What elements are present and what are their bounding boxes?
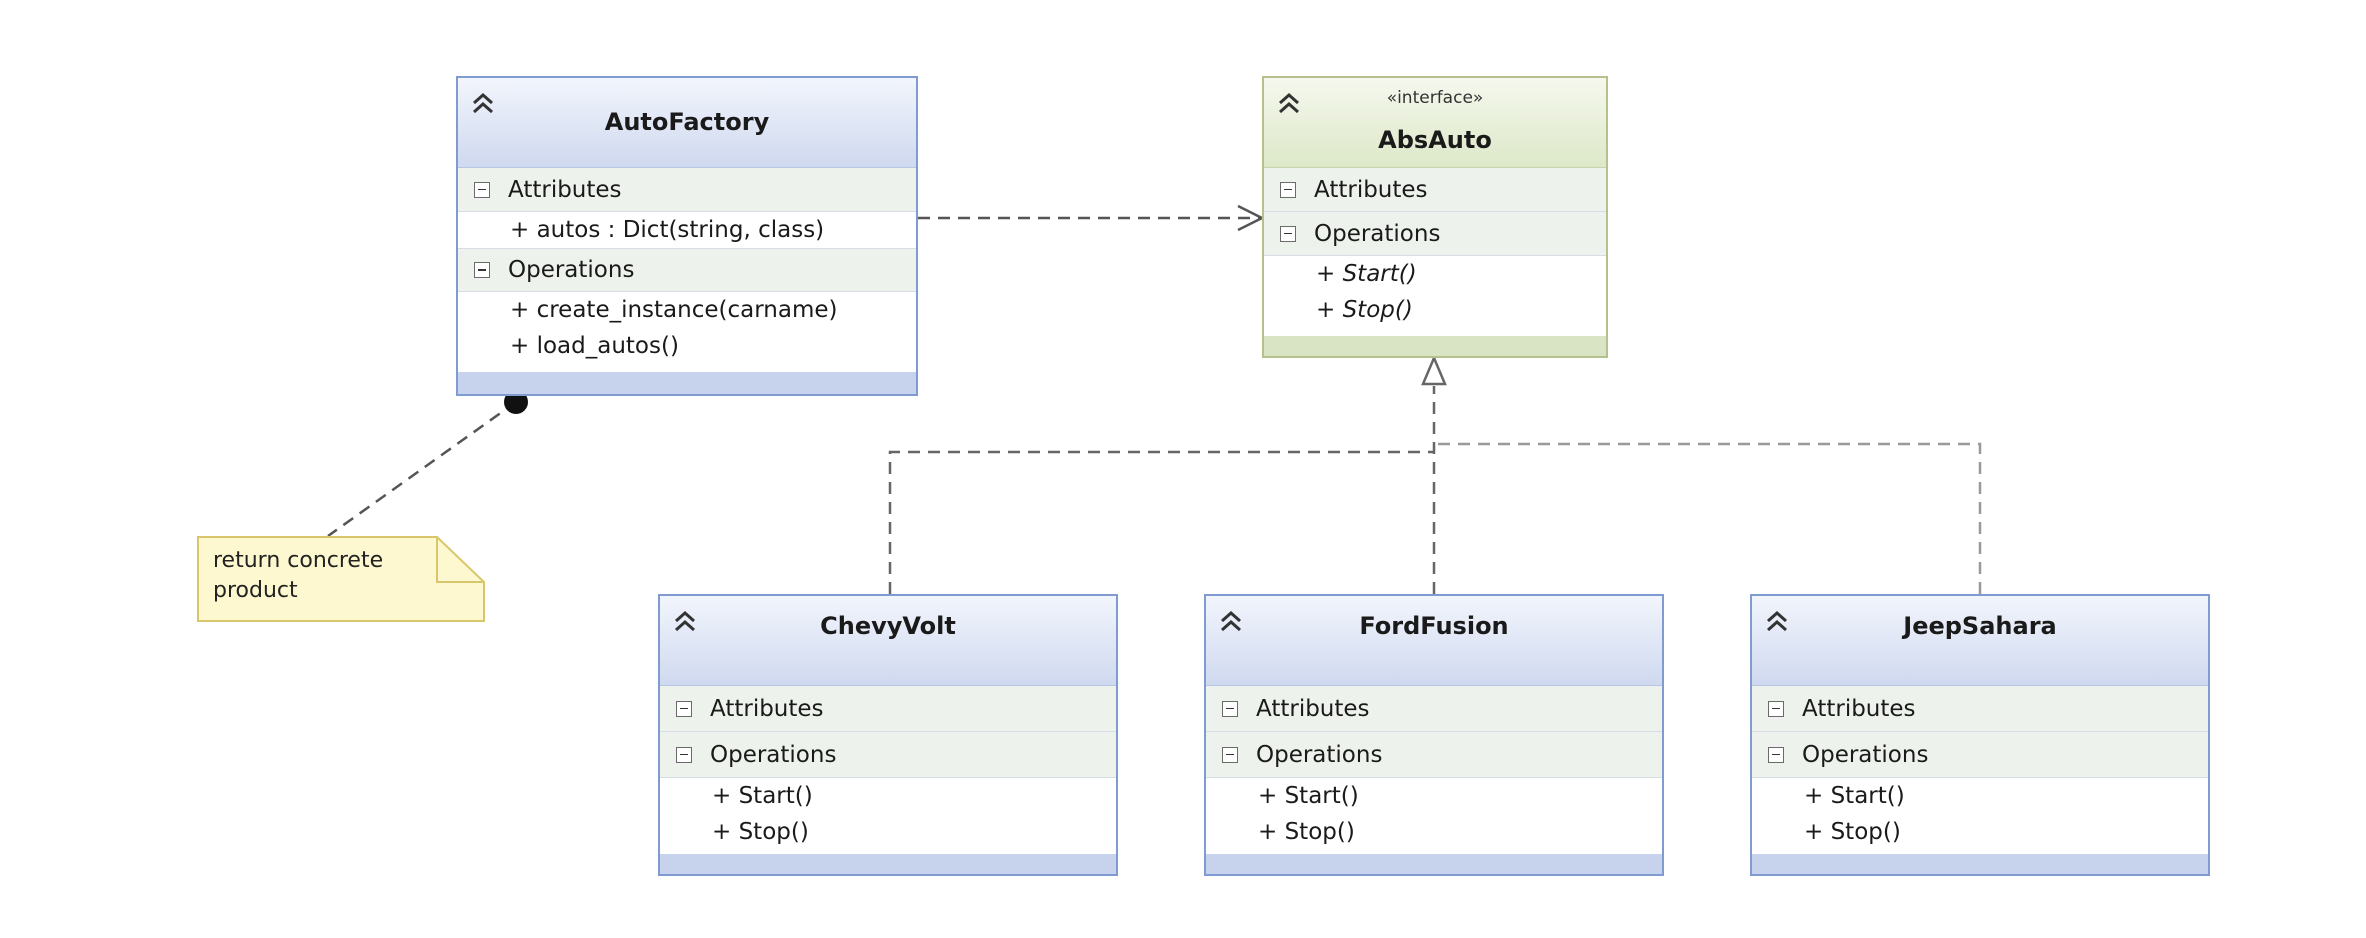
operation[interactable]: + Start()	[1264, 256, 1606, 292]
operations-compartment[interactable]: Operations	[1752, 732, 2208, 778]
class-footer	[1206, 854, 1662, 874]
class-name: FordFusion	[1359, 612, 1509, 640]
class-footer	[660, 854, 1116, 874]
collapse-icon[interactable]	[1762, 606, 1792, 636]
realization-arrowhead	[1421, 354, 1447, 386]
attributes-compartment[interactable]: Attributes	[1206, 686, 1662, 732]
comment-note[interactable]: return concrete product	[197, 536, 485, 622]
class-header: AutoFactory	[458, 78, 916, 168]
compartment-label: Attributes	[1314, 176, 1428, 203]
operations-compartment[interactable]: Operations	[660, 732, 1116, 778]
class-name: JeepSahara	[1903, 612, 2057, 640]
class-name: AbsAuto	[1378, 126, 1492, 154]
operation[interactable]: + Start()	[1752, 778, 2208, 814]
attributes-compartment[interactable]: Attributes	[1264, 168, 1606, 212]
collapse-compartment-icon[interactable]	[1222, 746, 1238, 763]
compartment-label: Operations	[710, 741, 837, 768]
operations-compartment[interactable]: Operations	[458, 248, 916, 292]
attributes-compartment[interactable]: Attributes	[660, 686, 1116, 732]
attribute[interactable]: + autos : Dict(string, class)	[458, 212, 916, 248]
class-footer	[1264, 336, 1606, 356]
class-jeepsahara[interactable]: JeepSahara Attributes Operations + Start…	[1750, 594, 2210, 876]
attributes-compartment[interactable]: Attributes	[458, 168, 916, 212]
collapse-icon[interactable]	[1216, 606, 1246, 636]
class-fordfusion[interactable]: FordFusion Attributes Operations + Start…	[1204, 594, 1664, 876]
operation[interactable]: + create_instance(carname)	[458, 292, 916, 328]
operation[interactable]: + load_autos()	[458, 328, 916, 364]
class-name: AutoFactory	[604, 108, 770, 136]
operation[interactable]: + Start()	[1206, 778, 1662, 814]
class-header: ChevyVolt	[660, 596, 1116, 686]
class-name: ChevyVolt	[820, 612, 956, 640]
compartment-label: Attributes	[1802, 695, 1916, 722]
compartment-label: Operations	[1802, 741, 1929, 768]
operation[interactable]: + Start()	[660, 778, 1116, 814]
note-link-line[interactable]	[327, 400, 517, 538]
collapse-compartment-icon[interactable]	[1768, 746, 1784, 763]
collapse-compartment-icon[interactable]	[1768, 700, 1784, 717]
compartment-label: Attributes	[710, 695, 824, 722]
collapse-compartment-icon[interactable]	[1222, 700, 1238, 717]
note-shape	[197, 536, 485, 622]
compartment-label: Attributes	[508, 176, 622, 203]
realization-line-chevyvolt[interactable]	[888, 450, 1434, 594]
collapse-compartment-icon[interactable]	[676, 746, 692, 763]
compartment-label: Operations	[1256, 741, 1383, 768]
collapse-icon[interactable]	[1274, 88, 1304, 118]
class-footer	[1752, 854, 2208, 874]
collapse-icon[interactable]	[468, 88, 498, 118]
collapse-compartment-icon[interactable]	[1280, 181, 1296, 198]
operation[interactable]: + Stop()	[1752, 814, 2208, 850]
interface-absauto[interactable]: «interface» AbsAuto Attributes Operation…	[1262, 76, 1608, 358]
attributes-compartment[interactable]: Attributes	[1752, 686, 2208, 732]
stereotype-label: «interface»	[1386, 88, 1484, 108]
class-autofactory[interactable]: AutoFactory Attributes + autos : Dict(st…	[456, 76, 918, 396]
collapse-compartment-icon[interactable]	[474, 262, 490, 278]
class-header: FordFusion	[1206, 596, 1662, 686]
note-text: return concrete product	[213, 548, 384, 603]
compartment-label: Operations	[508, 257, 635, 283]
class-footer	[458, 372, 916, 394]
class-header: JeepSahara	[1752, 596, 2208, 686]
operation[interactable]: + Stop()	[1206, 814, 1662, 850]
collapse-icon[interactable]	[670, 606, 700, 636]
operations-compartment[interactable]: Operations	[1264, 212, 1606, 256]
class-header: «interface» AbsAuto	[1264, 78, 1606, 168]
operations-compartment[interactable]: Operations	[1206, 732, 1662, 778]
realization-line-jeepsahara[interactable]	[1434, 442, 1982, 594]
compartment-label: Attributes	[1256, 695, 1370, 722]
class-chevyvolt[interactable]: ChevyVolt Attributes Operations + Start(…	[658, 594, 1118, 876]
operation[interactable]: + Stop()	[660, 814, 1116, 850]
compartment-label: Operations	[1314, 220, 1441, 247]
collapse-compartment-icon[interactable]	[474, 181, 490, 198]
collapse-compartment-icon[interactable]	[1280, 225, 1296, 242]
note-anchor-dot	[504, 390, 528, 414]
operation[interactable]: + Stop()	[1264, 292, 1606, 328]
collapse-compartment-icon[interactable]	[676, 700, 692, 717]
